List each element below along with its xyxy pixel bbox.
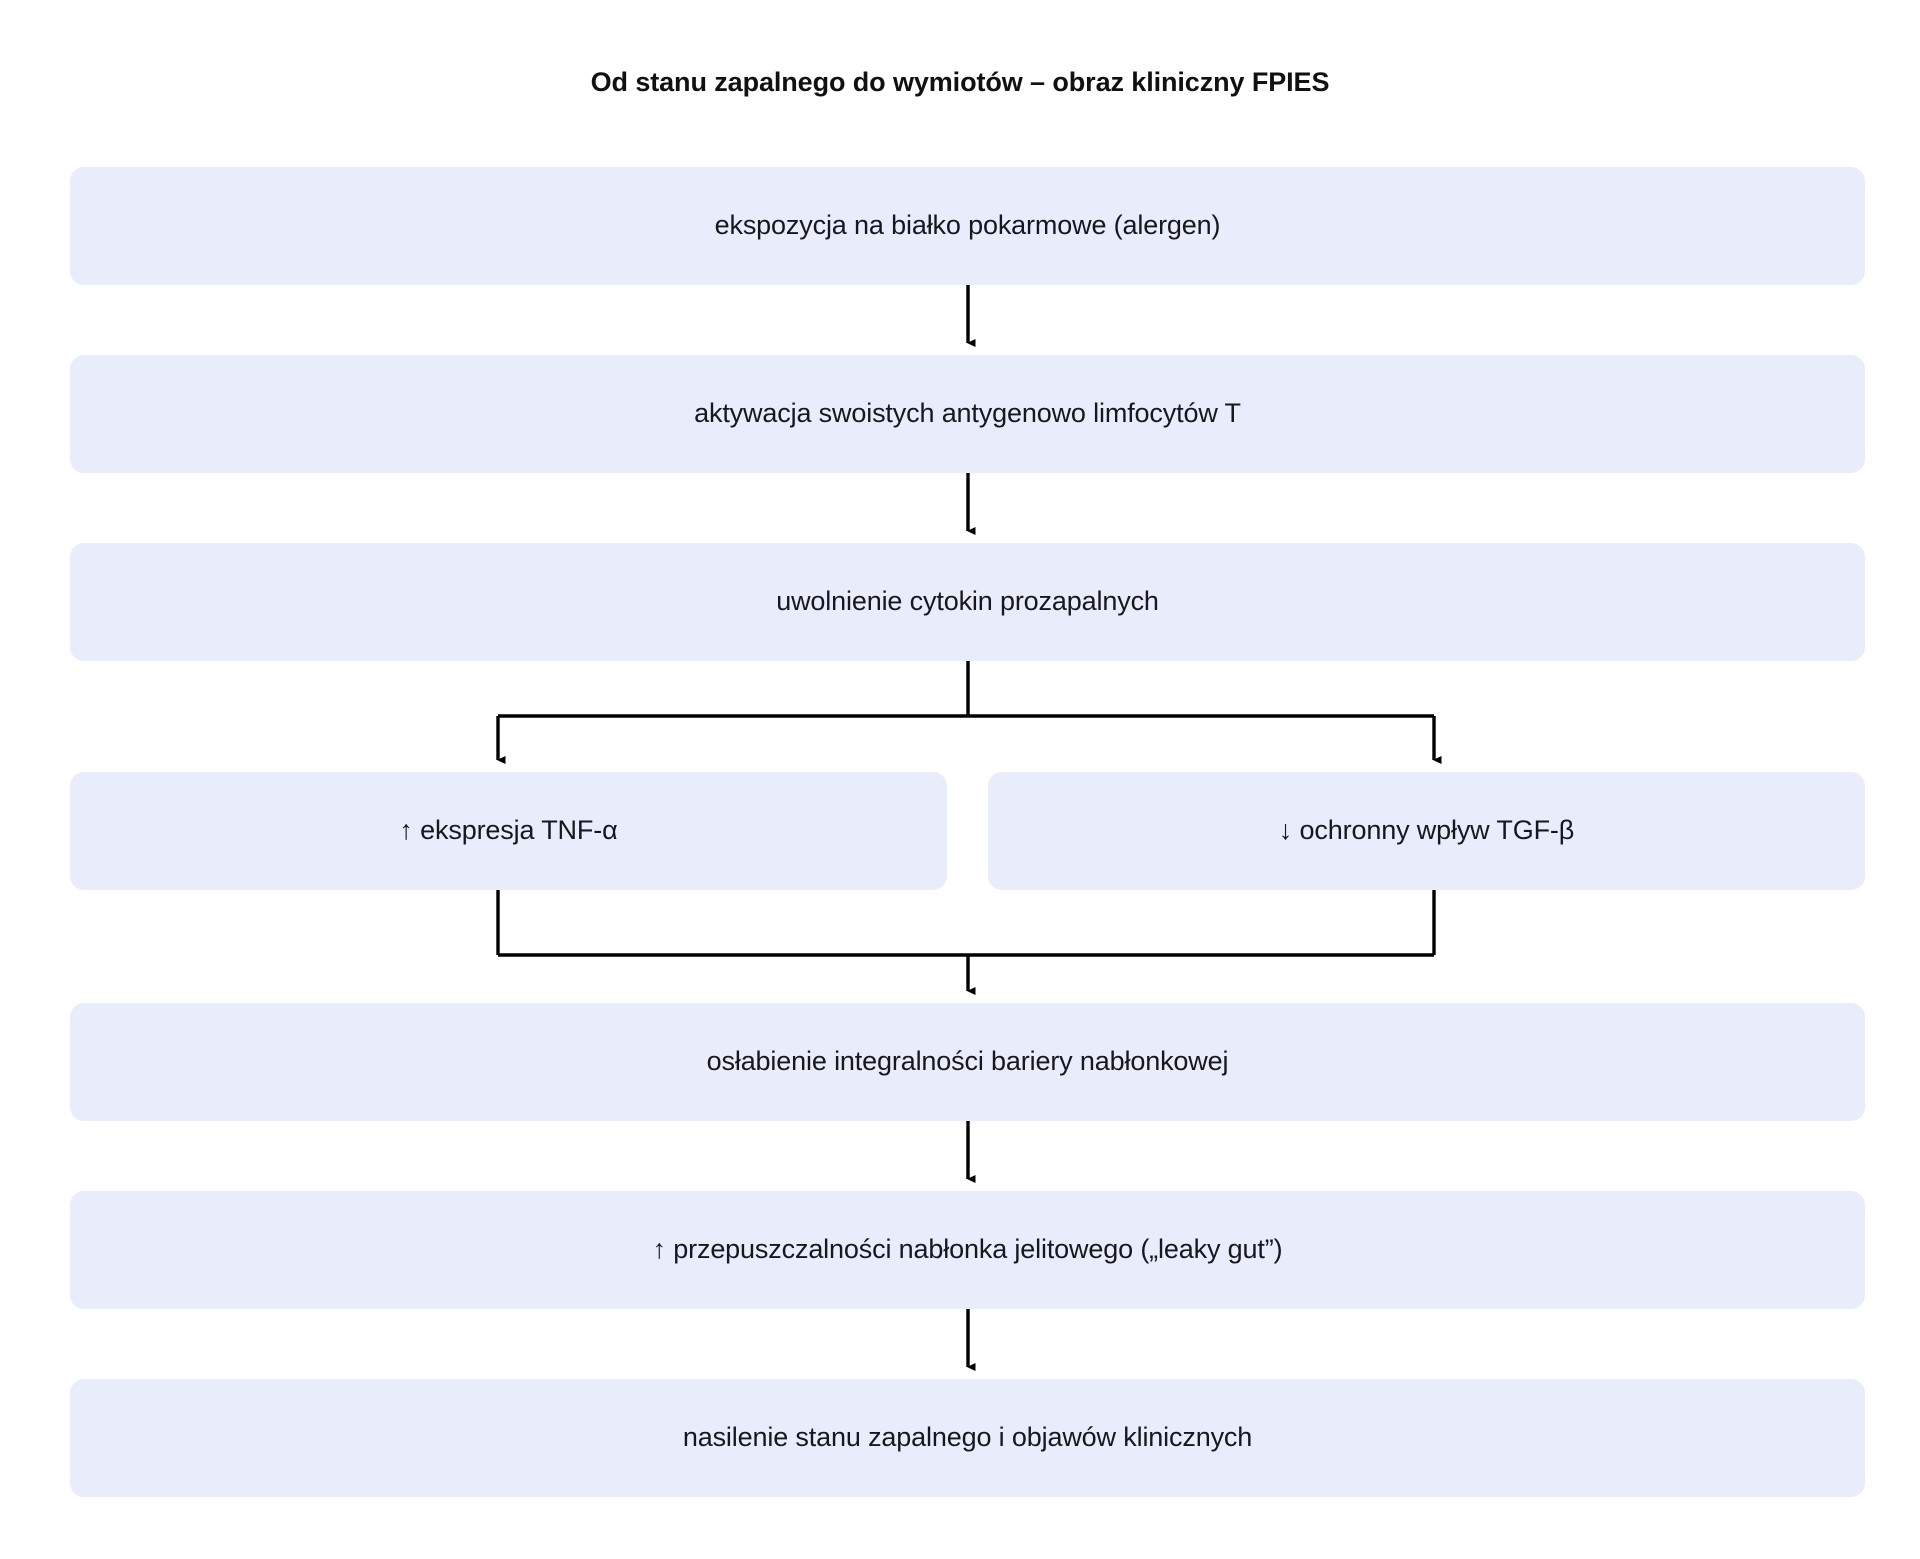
- flow-node-exposure-label: ekspozycja na białko pokarmowe (alergen): [714, 210, 1221, 241]
- edge-branches-merge-to-barrier: [496, 890, 1436, 996]
- page-title: Od stanu zapalnego do wymiotów – obraz k…: [590, 67, 1330, 97]
- flow-node-leaky-gut-label: ↑ przepuszczalności nabłonka jelitowego …: [652, 1234, 1283, 1265]
- edge-cytokines-split: [496, 661, 1442, 765]
- flow-node-inflammation-symptoms[interactable]: nasilenie stanu zapalnego i objawów klin…: [70, 1379, 1865, 1497]
- flow-node-tgf-beta[interactable]: ↓ ochronny wpływ TGF-β: [988, 772, 1865, 890]
- flow-node-exposure[interactable]: ekspozycja na białko pokarmowe (alergen): [70, 167, 1865, 285]
- flow-node-inflammation-symptoms-label: nasilenie stanu zapalnego i objawów klin…: [682, 1422, 1253, 1453]
- flow-node-tnf-alpha-label: ↑ ekspresja TNF-α: [399, 815, 618, 846]
- flow-node-tgf-beta-label: ↓ ochronny wpływ TGF-β: [1278, 815, 1575, 846]
- flow-node-tcell-activation[interactable]: aktywacja swoistych antygenowo limfocytó…: [70, 355, 1865, 473]
- flow-node-barrier-integrity[interactable]: osłabienie integralności bariery nabłonk…: [70, 1003, 1865, 1121]
- flow-node-barrier-integrity-label: osłabienie integralności bariery nabłonk…: [706, 1046, 1229, 1077]
- flow-node-cytokine-release-label: uwolnienie cytokin prozapalnych: [776, 586, 1159, 617]
- flow-node-leaky-gut[interactable]: ↑ przepuszczalności nabłonka jelitowego …: [70, 1191, 1865, 1309]
- flow-node-tnf-alpha[interactable]: ↑ ekspresja TNF-α: [70, 772, 947, 890]
- flow-node-cytokine-release[interactable]: uwolnienie cytokin prozapalnych: [70, 543, 1865, 661]
- flow-node-tcell-activation-label: aktywacja swoistych antygenowo limfocytó…: [694, 398, 1241, 429]
